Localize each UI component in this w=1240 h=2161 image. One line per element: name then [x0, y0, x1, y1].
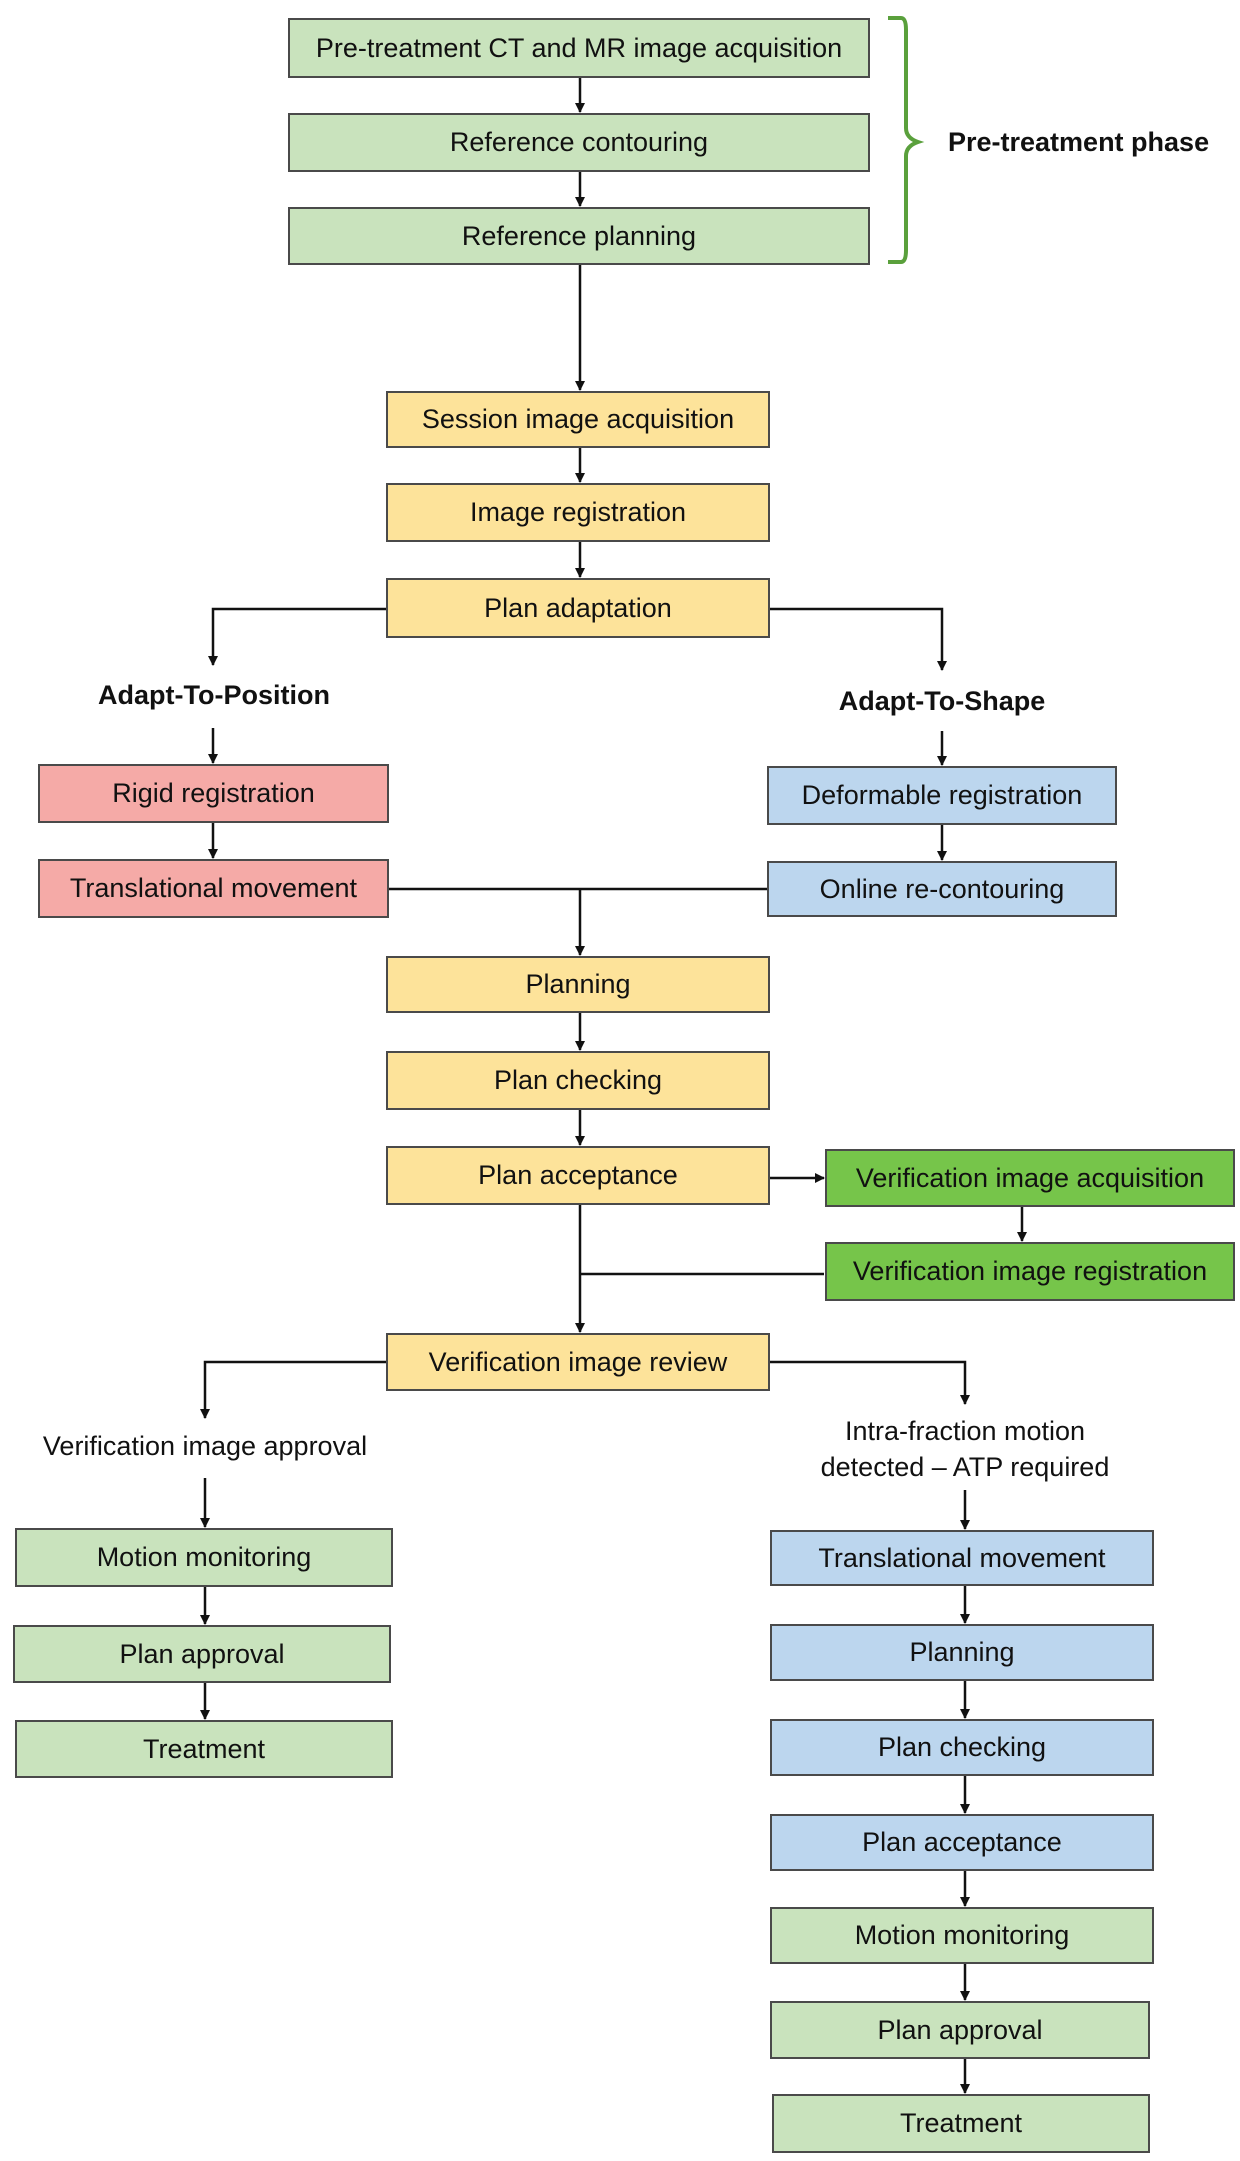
reference-planning-box: Reference planning: [288, 207, 870, 265]
right-planning-box: Planning: [770, 1624, 1154, 1681]
plan-acceptance-box: Plan acceptance: [386, 1146, 770, 1205]
left-treatment-label: Treatment: [142, 1733, 266, 1764]
motion-detected-label: Intra-fraction motion detected – ATP req…: [780, 1413, 1150, 1485]
rigid-registration-label: Rigid registration: [112, 778, 315, 808]
left-motion-monitoring-box: Motion monitoring: [15, 1528, 393, 1587]
rigid-registration-box: Rigid registration: [38, 764, 389, 823]
arrow-review-to-approval: [200, 1360, 386, 1419]
right-plan-approval-label: Plan approval: [877, 2014, 1043, 2045]
right-treatment-label: Treatment: [899, 2108, 1023, 2138]
arrow-adaptation-to-atp: [208, 607, 386, 666]
arrow-review-to-motion-detected: [770, 1360, 970, 1405]
verification-review-box: Verification image review: [386, 1333, 770, 1391]
session-acquisition-box: Session image acquisition: [386, 391, 770, 448]
verification-acquisition-box: Verification image acquisition: [825, 1149, 1235, 1207]
adapt-to-shape-label: Adapt-To-Shape: [838, 686, 1046, 716]
pretreatment-acquisition-box: Pre-treatment CT and MR image acquisitio…: [288, 18, 870, 78]
verification-registration-box: Verification image registration: [825, 1242, 1235, 1301]
right-treatment-box: Treatment: [772, 2094, 1150, 2153]
pretreatment-bracket: [888, 16, 925, 264]
pretreatment-acquisition-label: Pre-treatment CT and MR image acquisitio…: [315, 32, 843, 63]
verification-registration-label: Verification image registration: [852, 1256, 1208, 1286]
plan-adaptation-box: Plan adaptation: [386, 578, 770, 638]
planning-label: Planning: [525, 969, 631, 999]
image-registration-label: Image registration: [469, 497, 687, 527]
image-registration-box: Image registration: [386, 483, 770, 542]
right-translational-box: Translational movement: [770, 1530, 1154, 1586]
plan-checking-label: Plan checking: [493, 1065, 663, 1095]
reference-contouring-box: Reference contouring: [288, 113, 870, 172]
plan-checking-box: Plan checking: [386, 1051, 770, 1110]
right-plan-acceptance-box: Plan acceptance: [770, 1814, 1154, 1871]
planning-box: Planning: [386, 956, 770, 1013]
atp-translational-label: Translational movement: [69, 873, 358, 903]
arrow-adaptation-to-ats: [770, 607, 947, 671]
session-acquisition-label: Session image acquisition: [421, 404, 735, 434]
right-plan-acceptance-label: Plan acceptance: [862, 1827, 1062, 1857]
reference-contouring-label: Reference contouring: [449, 127, 709, 157]
plan-adaptation-label: Plan adaptation: [484, 592, 672, 623]
atp-translational-box: Translational movement: [38, 859, 389, 918]
right-planning-label: Planning: [909, 1637, 1015, 1667]
left-plan-approval-label: Plan approval: [119, 1638, 285, 1669]
right-motion-monitoring-box: Motion monitoring: [770, 1907, 1154, 1964]
pretreatment-phase-label: Pre-treatment phase: [948, 127, 1210, 157]
right-plan-approval-box: Plan approval: [770, 2001, 1150, 2059]
left-motion-monitoring-label: Motion monitoring: [96, 1542, 312, 1572]
verification-review-label: Verification image review: [428, 1346, 728, 1377]
adapt-to-position-label: Adapt-To-Position: [98, 680, 330, 710]
plan-acceptance-label: Plan acceptance: [478, 1160, 678, 1190]
motion-detected-line2: detected – ATP required: [820, 1452, 1110, 1482]
online-recontouring-label: Online re-contouring: [819, 873, 1065, 904]
right-plan-checking-box: Plan checking: [770, 1719, 1154, 1776]
motion-detected-line1: Intra-fraction motion: [844, 1416, 1086, 1446]
left-treatment-box: Treatment: [15, 1720, 393, 1778]
left-plan-approval-box: Plan approval: [13, 1625, 391, 1683]
online-recontouring-box: Online re-contouring: [767, 861, 1117, 917]
verification-approval-label: Verification image approval: [42, 1431, 368, 1461]
right-plan-checking-label: Plan checking: [877, 1732, 1047, 1762]
deformable-registration-label: Deformable registration: [801, 780, 1083, 810]
reference-planning-label: Reference planning: [461, 220, 697, 251]
deformable-registration-box: Deformable registration: [767, 766, 1117, 825]
right-translational-label: Translational movement: [818, 1542, 1106, 1573]
verification-acquisition-label: Verification image acquisition: [855, 1162, 1205, 1193]
right-motion-monitoring-label: Motion monitoring: [854, 1920, 1070, 1950]
